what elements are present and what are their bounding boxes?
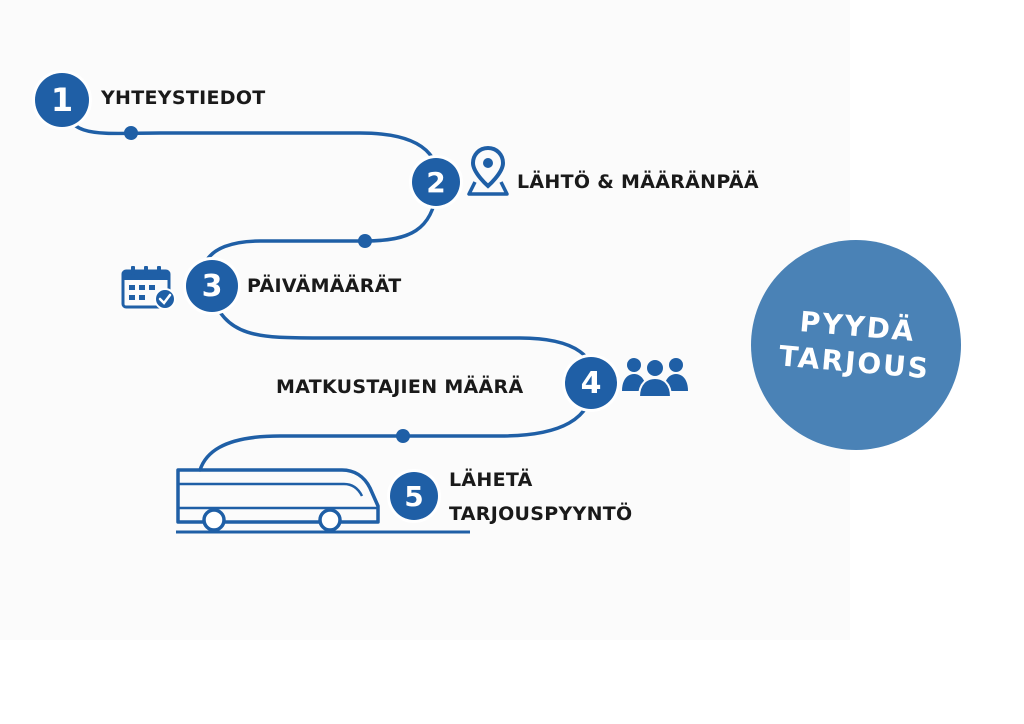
step-4-number: 4 [565,357,617,409]
step-5-number: 5 [390,472,438,520]
step-1-label: YHTEYSTIEDOT [101,87,266,109]
step-5-label-line1: LÄHETÄ [449,469,533,491]
bus-icon [176,468,470,534]
step-1-number: 1 [35,73,89,127]
route-dot [358,234,372,248]
route-dot [396,429,410,443]
step-3-number: 3 [186,260,238,312]
calendar-check-icon [121,266,176,310]
step-5-label-line2: TARJOUSPYYNTÖ [449,503,633,525]
step-3-label: PÄIVÄMÄÄRÄT [247,275,402,297]
map-pin-icon [467,146,509,196]
step-2-number: 2 [412,158,460,206]
step-2-label: LÄHTÖ & MÄÄRÄNPÄÄ [517,171,759,193]
step-4-label: MATKUSTAJIEN MÄÄRÄ [276,376,524,398]
people-group-icon [622,358,688,397]
route-dot [124,126,138,140]
